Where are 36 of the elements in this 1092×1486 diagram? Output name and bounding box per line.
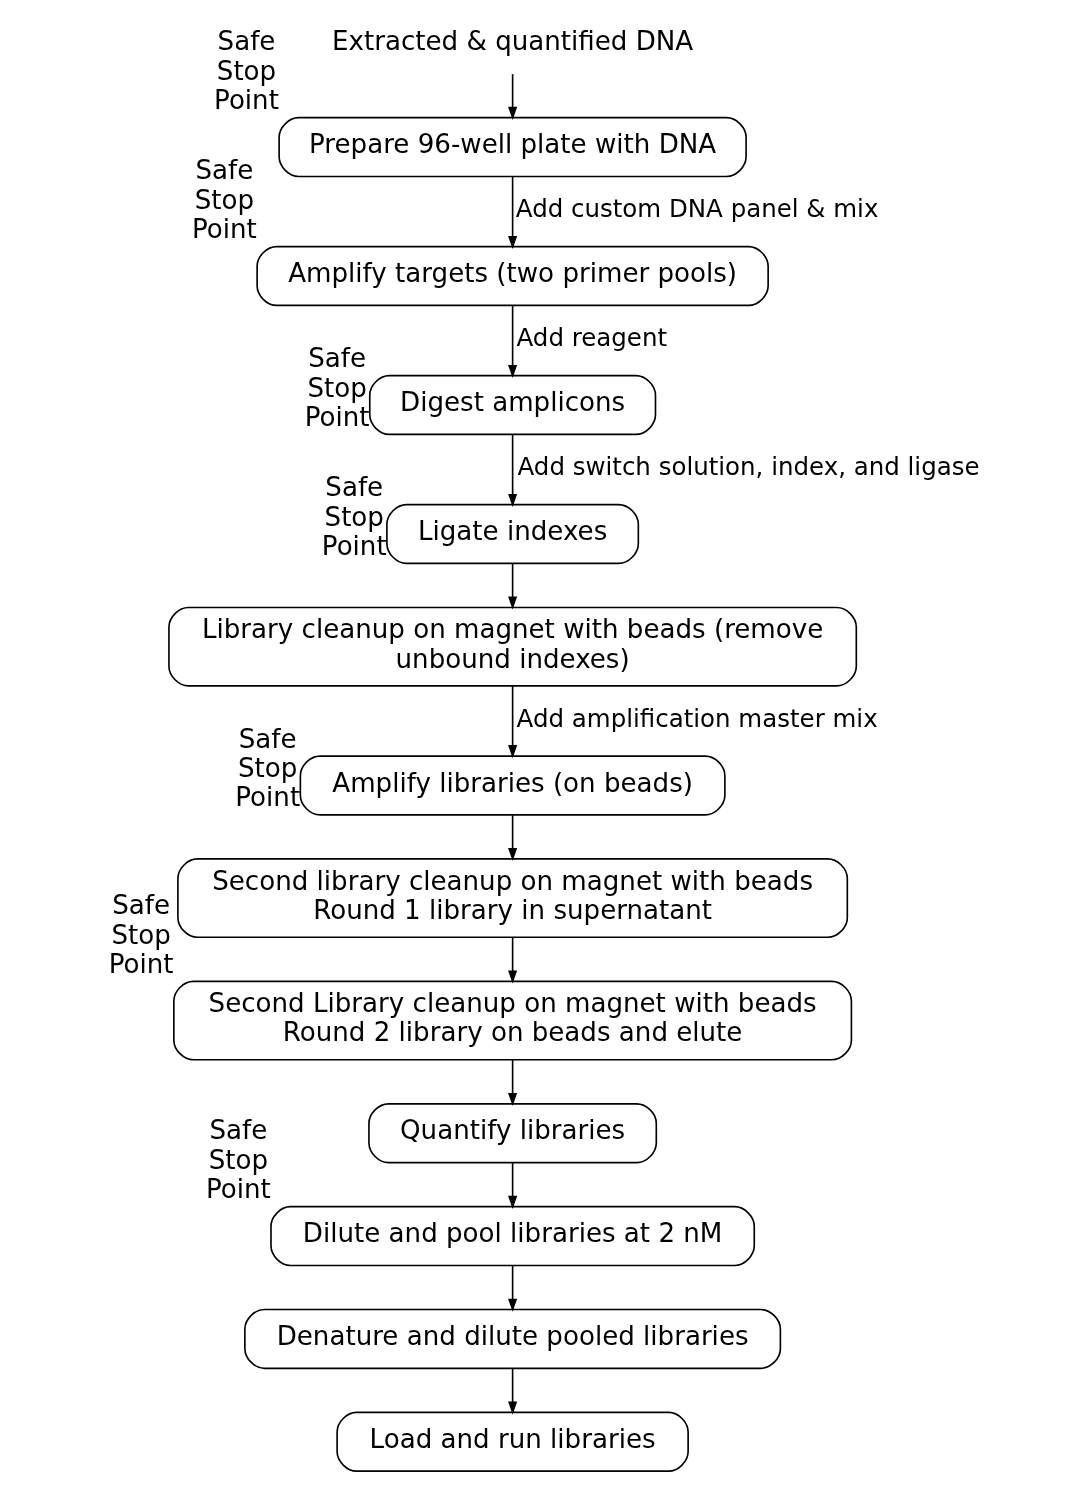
node-box: Digest amplicons	[368, 374, 656, 436]
edge-label: Add switch solution, index, and ligase	[517, 452, 980, 482]
arrow	[507, 1265, 517, 1312]
node-label: Safe Stop Point	[205, 1115, 271, 1205]
node-label: Safe Stop Point	[108, 890, 174, 979]
node-box: Ligate indexes	[385, 503, 639, 565]
arrow	[507, 814, 517, 861]
arrow	[507, 433, 517, 508]
arrow	[507, 1059, 517, 1106]
node-label: Safe Stop Point	[321, 472, 387, 561]
node-box: Amplify libraries (on beads)	[299, 755, 726, 816]
node-label: Safe Stop Point	[304, 343, 370, 432]
node-box: Dilute and pool libraries at 2 nM	[269, 1205, 755, 1267]
node-box: Denature and dilute pooled libraries	[243, 1308, 781, 1370]
edge-label: Add custom DNA panel & mix	[515, 194, 878, 224]
arrow	[507, 685, 517, 759]
arrow	[507, 936, 517, 984]
arrow	[507, 1162, 517, 1209]
node-label: Safe Stop Point	[213, 26, 279, 116]
node-label: Safe Stop Point	[234, 723, 300, 813]
edge-label: Add amplification master mix	[516, 703, 878, 733]
node-box: Amplify targets (two primer pools)	[255, 245, 769, 307]
node-box: Second library cleanup on magnet with beads Round 1 library in supernatant	[176, 858, 848, 939]
node-box: Second Library cleanup on magnet with beads Round 2 library on beads and elute	[172, 980, 852, 1061]
node-box: Library cleanup on magnet with beads (remove unbound indexes)	[167, 606, 857, 687]
arrow	[507, 73, 517, 120]
arrow	[507, 304, 517, 379]
node-box: Load and run libraries	[335, 1411, 689, 1472]
node-text: Extracted & quantified DNA	[331, 26, 693, 57]
node-box: Quantify libraries	[367, 1103, 657, 1164]
arrow	[507, 175, 517, 250]
node-label: Safe Stop Point	[191, 155, 257, 245]
edge-label: Add reagent	[516, 323, 667, 353]
arrow	[507, 1368, 517, 1415]
node-box: Prepare 96-well plate with DNA	[277, 116, 747, 178]
arrow	[507, 563, 517, 610]
